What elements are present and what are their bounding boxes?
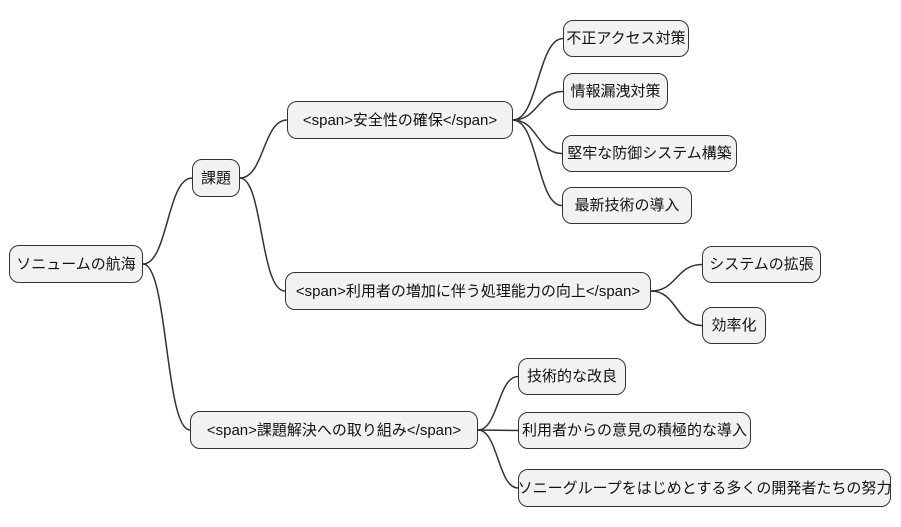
node-shori-nouryoku-koujou: <span>利用者の増加に伴う処理能力の向上</span> [285,272,651,310]
edge-riyousha-to-system [650,263,703,292]
edge-anzensei-to-kenrou [512,119,563,155]
node-fusei-access-taisaku: 不正アクセス対策 [563,20,689,57]
edge-riyousha-to-kouritsu [650,290,703,327]
node-saishin-gijutsu-dounyuu: 最新技術の導入 [562,187,692,224]
node-kadai-kaiketsu-torikumi: <span>課題解決への取り組み</span> [190,411,478,449]
edge-anzensei-to-saishin [512,119,563,207]
node-sony-group-kaihatsusha-doryoku: ソニーグループをはじめとする多くの開発者たちの努力 [518,469,891,507]
node-kadai: 課題 [192,159,240,197]
node-riyousha-iken-dounyuu: 利用者からの意見の積極的な導入 [518,412,751,449]
edge-kaiketsu-to-gijutsu [477,375,519,431]
edge-root-to-kadai [142,177,193,265]
node-root: ソニュームの航海 [9,245,143,283]
edge-kadai-to-riyousha [239,177,286,292]
node-system-kakuchou: システムの拡張 [702,246,821,283]
edge-kaiketsu-to-iken [477,429,519,432]
node-gijutsuteki-kairyou: 技術的な改良 [518,358,626,395]
edge-kadai-to-anzensei [239,119,288,179]
edge-anzensei-to-jouhou [512,90,564,121]
node-kenrou-bougyo-system: 堅牢な防御システム構築 [562,135,737,172]
node-anzensei-no-kakuho: <span>安全性の確保</span> [287,101,513,139]
node-kouritsuka: 効率化 [702,307,766,344]
edge-kaiketsu-to-sony [477,429,519,489]
node-jouhou-rouei-taisaku: 情報漏洩対策 [563,73,668,110]
edge-root-to-kaiketsu [142,263,191,431]
edge-anzensei-to-fusei [512,37,564,121]
